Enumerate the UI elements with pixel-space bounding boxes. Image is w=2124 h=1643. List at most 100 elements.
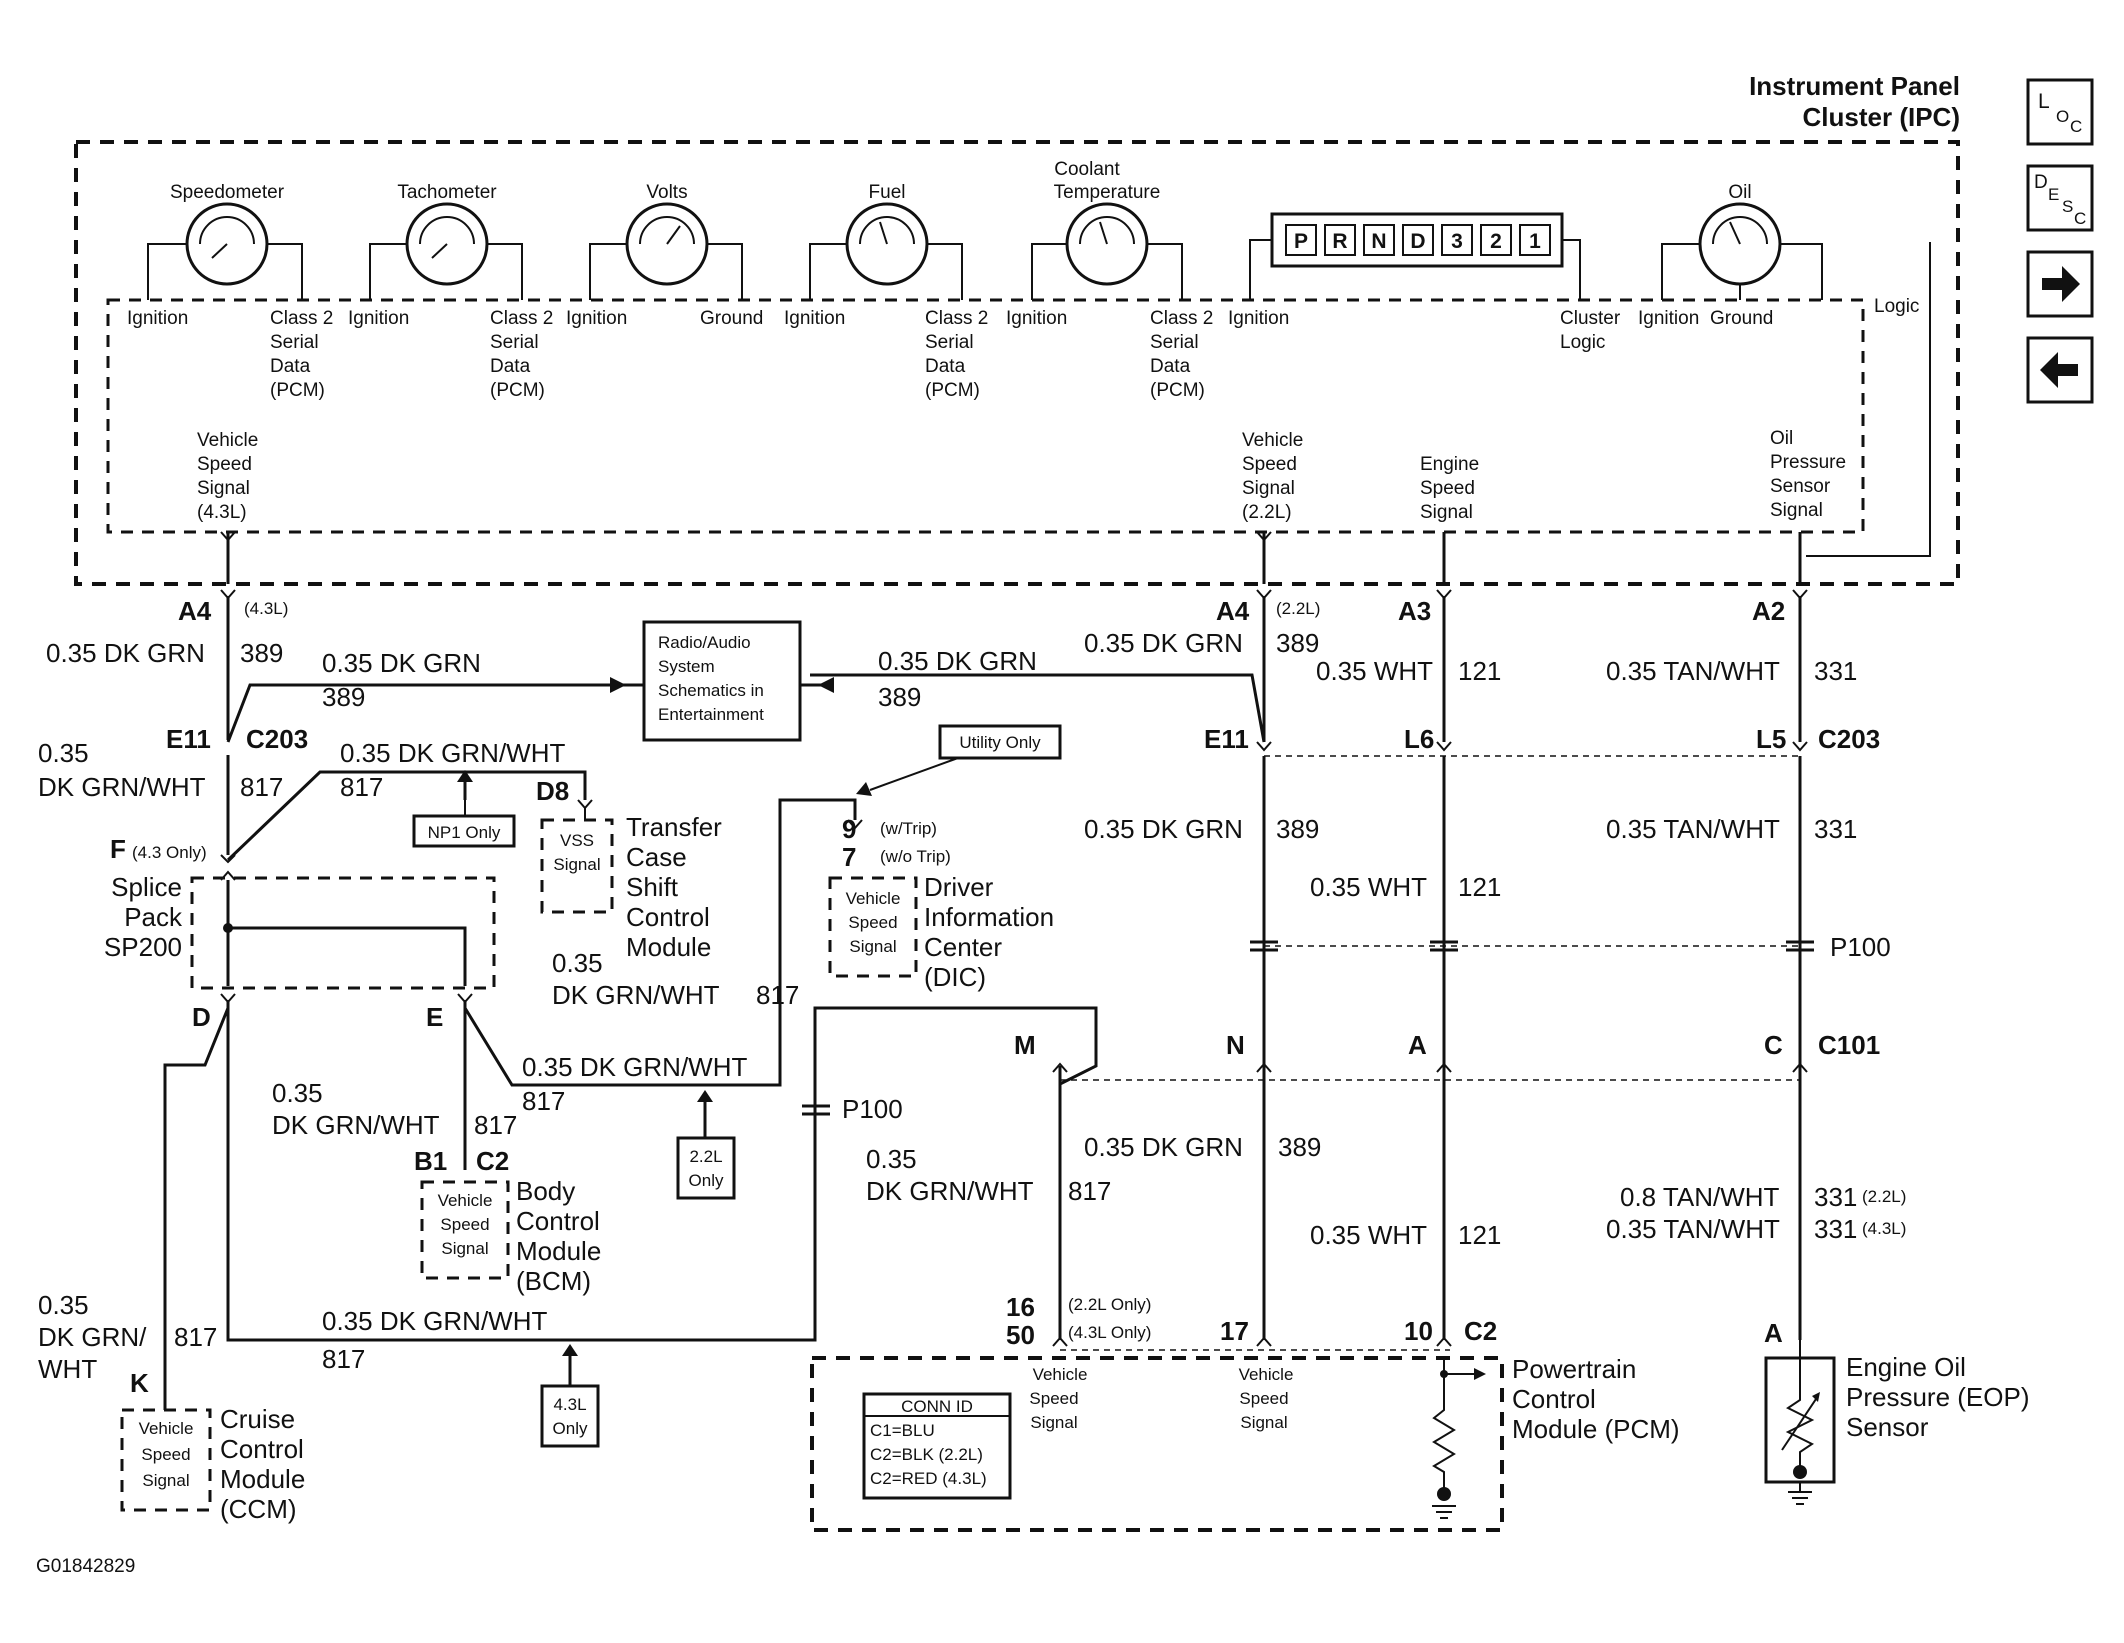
svg-text:SP200: SP200 (104, 932, 182, 962)
svg-text:Control: Control (516, 1206, 600, 1236)
svg-text:Information: Information (924, 902, 1054, 932)
svg-text:Class 2: Class 2 (490, 308, 553, 329)
svg-text:389: 389 (1276, 814, 1319, 844)
svg-text:Signal: Signal (1770, 500, 1823, 521)
svg-text:0.35: 0.35 (552, 948, 603, 978)
svg-text:121: 121 (1458, 872, 1501, 902)
svg-text:817: 817 (474, 1110, 517, 1140)
svg-text:Vehicle: Vehicle (846, 889, 901, 908)
svg-text:E11: E11 (166, 724, 211, 754)
svg-text:Ignition: Ignition (784, 308, 845, 329)
loc-button[interactable]: L O C (2026, 78, 2094, 146)
svg-text:0.35 WHT: 0.35 WHT (1316, 656, 1433, 686)
svg-text:Module: Module (516, 1236, 601, 1266)
prnd-letter-box (1324, 224, 1356, 256)
svg-text:0.35 WHT: 0.35 WHT (1310, 872, 1427, 902)
connector-lines (1060, 755, 1800, 1351)
svg-text:817: 817 (240, 772, 283, 802)
svg-text:Signal: Signal (441, 1239, 488, 1258)
svg-text:C203: C203 (1818, 724, 1880, 754)
svg-text:Ignition: Ignition (1006, 308, 1067, 329)
svg-text:C1=BLU: C1=BLU (870, 1421, 935, 1440)
svg-text:(4.3L): (4.3L) (1862, 1219, 1906, 1238)
svg-text:Only: Only (689, 1171, 724, 1190)
svg-text:817: 817 (322, 1344, 365, 1374)
svg-text:0.35 DK GRN: 0.35 DK GRN (1084, 1132, 1243, 1162)
svg-text:(4.3L): (4.3L) (197, 502, 247, 523)
svg-text:Ignition: Ignition (566, 308, 627, 329)
svg-text:Ground: Ground (1710, 308, 1773, 329)
svg-text:Oil: Oil (1770, 428, 1793, 449)
prnd-letter-box (1441, 224, 1473, 256)
svg-text:Speed: Speed (197, 454, 252, 475)
svg-text:0.8 TAN/WHT: 0.8 TAN/WHT (1620, 1182, 1780, 1212)
svg-text:Module: Module (220, 1464, 305, 1494)
svg-text:0.35 WHT: 0.35 WHT (1310, 1220, 1427, 1250)
splice-pack-sp200: Splice Pack SP200 (104, 872, 496, 990)
svg-text:(PCM): (PCM) (490, 380, 545, 401)
svg-text:0.35 DK GRN: 0.35 DK GRN (1084, 628, 1243, 658)
radio-audio-reference-box[interactable]: Radio/Audio System Schematics in Enterta… (610, 620, 834, 742)
gauge-name: Tachometer (397, 182, 497, 203)
svg-text:Speed: Speed (141, 1445, 190, 1464)
svg-text:Logic: Logic (1560, 332, 1605, 353)
svg-text:E: E (426, 1002, 443, 1032)
svg-text:0.35 TAN/WHT: 0.35 TAN/WHT (1606, 1214, 1780, 1244)
svg-text:Signal: Signal (197, 478, 250, 499)
svg-text:121: 121 (1458, 1220, 1501, 1250)
svg-text:(PCM): (PCM) (1150, 380, 1205, 401)
loc-letter-3: C (2070, 117, 2082, 136)
prnd-letter: D (1410, 230, 1425, 253)
previous-page-button[interactable] (2026, 336, 2094, 404)
svg-text:B1: B1 (414, 1146, 447, 1176)
svg-text:Ground: Ground (700, 308, 763, 329)
svg-text:Vehicle: Vehicle (197, 430, 258, 451)
svg-text:389: 389 (878, 682, 921, 712)
svg-text:A2: A2 (1752, 596, 1785, 626)
svg-text:Vehicle: Vehicle (1239, 1365, 1294, 1384)
svg-text:L5: L5 (1756, 724, 1786, 754)
fuel-gauge: Fuel Ignition Class 2 Serial Data (PCM) (784, 182, 988, 401)
desc-letter-2: E (2048, 185, 2059, 204)
svg-text:(4.3L): (4.3L) (244, 599, 288, 618)
svg-text:Speed: Speed (1242, 454, 1297, 475)
oil-gauge: Oil Ignition Ground (1638, 182, 1823, 329)
svg-text:Speed: Speed (1239, 1389, 1288, 1408)
svg-text:Signal: Signal (142, 1471, 189, 1490)
volts-gauge: Volts Ignition Ground (566, 182, 763, 329)
2.2l-only-note: 2.2L Only (676, 1090, 736, 1200)
cruise-control-module: Vehicle Speed Signal Cruise Control Modu… (120, 1404, 305, 1524)
svg-text:E11: E11 (1204, 724, 1249, 754)
desc-button[interactable]: D E S C (2026, 164, 2094, 232)
svg-text:Cruise: Cruise (220, 1404, 295, 1434)
svg-text:C2: C2 (476, 1146, 509, 1176)
svg-text:F: F (110, 834, 126, 864)
pcm-pullup-resistor (1432, 1358, 1486, 1519)
svg-text:9: 9 (842, 814, 856, 844)
svg-text:Data: Data (1150, 356, 1191, 377)
svg-text:Sensor: Sensor (1770, 476, 1831, 497)
next-page-button[interactable] (2026, 250, 2094, 318)
ipc-block: Instrument Panel Cluster (IPC) (74, 71, 1960, 586)
svg-text:0.35 DK GRN/WHT: 0.35 DK GRN/WHT (340, 738, 565, 768)
svg-text:N: N (1226, 1030, 1245, 1060)
svg-text:Sensor: Sensor (1846, 1412, 1929, 1442)
engine-oil-pressure-sensor: Engine Oil Pressure (EOP) Sensor (1764, 1352, 2030, 1505)
powertrain-control-module: Vehicle Speed Signal Vehicle Speed Signa… (810, 1354, 1680, 1532)
svg-text:10: 10 (1404, 1316, 1433, 1346)
gauge-name: Fuel (869, 182, 906, 203)
svg-text:817: 817 (340, 772, 383, 802)
svg-text:Data: Data (925, 356, 966, 377)
ipc-title-line2: Cluster (IPC) (1803, 102, 1960, 132)
svg-text:0.35: 0.35 (38, 1290, 89, 1320)
svg-text:NP1 Only: NP1 Only (428, 823, 501, 842)
svg-text:Vehicle: Vehicle (1242, 430, 1303, 451)
loc-letter-1: L (2038, 90, 2050, 113)
svg-text:331: 331 (1814, 656, 1857, 686)
svg-text:Radio/Audio: Radio/Audio (658, 633, 751, 652)
svg-text:0.35 DK GRN/WHT: 0.35 DK GRN/WHT (522, 1052, 747, 1082)
svg-text:817: 817 (1068, 1176, 1111, 1206)
svg-text:Class 2: Class 2 (270, 308, 333, 329)
